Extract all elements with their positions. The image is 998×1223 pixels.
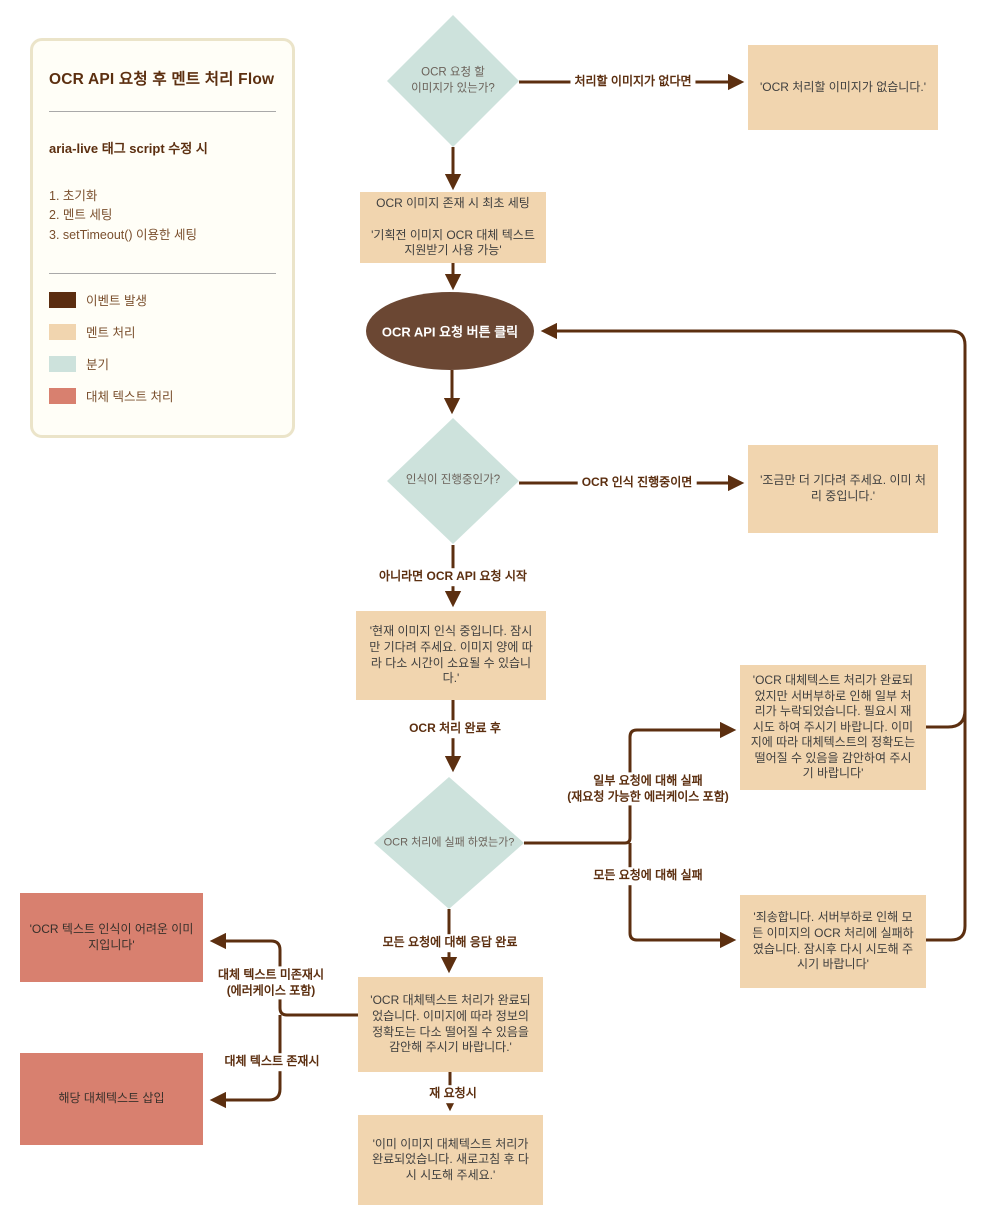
edge-fail-loop-to-event bbox=[540, 322, 967, 942]
msg-no-image: 'OCR 처리할 이미지가 없습니다.' bbox=[748, 45, 938, 130]
legend-row-branch: 분기 bbox=[49, 354, 276, 373]
step-item: 1. 초기화 bbox=[49, 189, 98, 203]
edge-label-re-request: 재 요청시 bbox=[425, 1085, 481, 1103]
edge-label-all-response: 모든 요청에 대해 응답 완료 bbox=[378, 934, 522, 952]
diagram-title: OCR API 요청 후 멘트 처리 Flow bbox=[49, 71, 275, 88]
msg-all-fail: '죄송합니다. 서버부하로 인해 모 든 이미지의 OCR 처리에 실패하 였습… bbox=[740, 895, 926, 988]
edge-partial-fail-merge bbox=[926, 709, 967, 729]
msg-already-done: '이미 이미지 대체텍스트 처리가 완료되었습니다. 새로고침 후 다 시 시도… bbox=[358, 1115, 543, 1205]
decision-in-progress-shape bbox=[387, 418, 519, 544]
step-item: 3. setTimeout() 이용한 세팅 bbox=[49, 227, 198, 242]
edge-done-to-insert-alt bbox=[209, 1015, 282, 1109]
event-request-button-text: OCR API 요청 버튼 클릭 bbox=[381, 324, 519, 340]
msg-hard-image: 'OCR 텍스트 인식이 어려운 이미 지입니다' bbox=[20, 893, 203, 982]
msg-partial-fail: 'OCR 대체텍스트 처리가 완료되 었지만 서버부하로 인해 일부 처 리가 … bbox=[740, 665, 926, 790]
decision-has-image-shape bbox=[387, 15, 519, 147]
legend-label-alt-text: 대체 텍스트 처리 bbox=[86, 390, 174, 405]
panel-steps: 1. 초기화 2. 멘트 세팅 3. setTimeout() 이용한 세팅 bbox=[49, 187, 276, 245]
edge-label-partial-fail: 일부 요청에 대해 실패 (재요청 가능한 에러케이스 포함) bbox=[563, 772, 733, 806]
edge-label-after-done: OCR 처리 완료 후 bbox=[405, 720, 505, 738]
legend-swatch-alt-text bbox=[49, 387, 76, 404]
edge-label-all-fail: 모든 요청에 대해 실패 bbox=[589, 867, 707, 885]
event-request-button-shape bbox=[366, 292, 534, 370]
edge-label-else-start: 아니라면 OCR API 요청 시작 bbox=[375, 568, 531, 586]
legend-label-event: 이벤트 발생 bbox=[86, 294, 147, 309]
legend: 이벤트 발생 멘트 처리 분기 대체 텍스트 처리 bbox=[49, 290, 276, 405]
decision-in-progress-text: 인식이 진행중인가? bbox=[405, 474, 501, 487]
info-panel: OCR API 요청 후 멘트 처리 Flow aria-live 태그 scr… bbox=[30, 38, 295, 438]
msg-initial-setting: OCR 이미지 존재 시 최초 세팅 '기획전 이미지 OCR 대체 텍스트 지… bbox=[360, 192, 546, 263]
edge-label-no-image: 처리할 이미지가 없다면 bbox=[570, 73, 696, 91]
msg-recognizing: '현재 이미지 인식 중입니다. 잠시 만 기다려 주세요. 이미지 양에 따 … bbox=[356, 611, 546, 700]
msg-wait: '조금만 더 기다려 주세요. 이미 처 리 중입니다.' bbox=[748, 445, 938, 533]
edge-label-alt-missing: 대체 텍스트 미존재시 (에러케이스 포함) bbox=[213, 966, 329, 1000]
legend-row-ment: 멘트 처리 bbox=[49, 322, 276, 341]
action-insert-alt-text: 해당 대체텍스트 삽입 bbox=[20, 1053, 203, 1145]
step-item: 2. 멘트 세팅 bbox=[49, 208, 113, 223]
legend-label-branch: 분기 bbox=[86, 358, 110, 373]
legend-swatch-event bbox=[49, 291, 76, 308]
panel-divider-top bbox=[49, 111, 276, 112]
msg-done: 'OCR 대체텍스트 처리가 완료되 었습니다. 이미지에 따라 정보의 정확도… bbox=[358, 977, 543, 1072]
edge-label-in-progress: OCR 인식 진행중이면 bbox=[577, 474, 697, 492]
decision-ocr-failed-shape bbox=[374, 777, 524, 909]
panel-divider-bottom bbox=[49, 273, 276, 275]
decision-has-image-text: OCR 요청 할 이미지가 있는가? bbox=[411, 66, 495, 94]
legend-swatch-branch bbox=[49, 355, 76, 372]
decision-ocr-failed-text: OCR 처리에 실패 하였는가? bbox=[383, 836, 515, 849]
legend-row-event: 이벤트 발생 bbox=[49, 290, 276, 309]
edge-d3-to-all-fail bbox=[628, 843, 737, 949]
legend-label-ment: 멘트 처리 bbox=[86, 326, 136, 341]
legend-row-alt-text: 대체 텍스트 처리 bbox=[49, 386, 276, 405]
edge-label-alt-exists: 대체 텍스트 존재시 bbox=[220, 1053, 324, 1071]
panel-subtitle: aria-live 태그 script 수정 시 bbox=[49, 141, 208, 156]
legend-swatch-ment bbox=[49, 323, 76, 340]
